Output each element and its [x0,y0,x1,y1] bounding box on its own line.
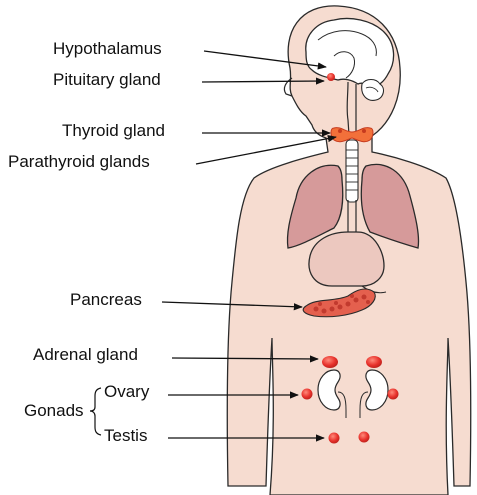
trachea [346,140,358,202]
parathyroid-dot [338,129,342,133]
label-parathyroid: Parathyroid glands [8,152,150,172]
parathyroid-dot [362,129,366,133]
label-ovary: Ovary [104,382,149,402]
label-pancreas: Pancreas [70,290,142,310]
left-testis [329,433,340,444]
pituitary-dot [327,73,335,81]
right-testis [359,432,370,443]
label-gonads: Gonads [24,401,84,421]
left-ovary [302,389,313,400]
right-ovary [388,389,399,400]
label-adrenal: Adrenal gland [33,345,138,365]
label-thyroid: Thyroid gland [62,121,165,141]
label-pituitary: Pituitary gland [53,70,161,90]
left-adrenal [322,356,338,368]
label-hypothalamus: Hypothalamus [53,39,162,59]
stomach [309,232,384,286]
right-adrenal [366,356,382,368]
gonads-brace [90,388,101,435]
label-testis: Testis [104,426,147,446]
